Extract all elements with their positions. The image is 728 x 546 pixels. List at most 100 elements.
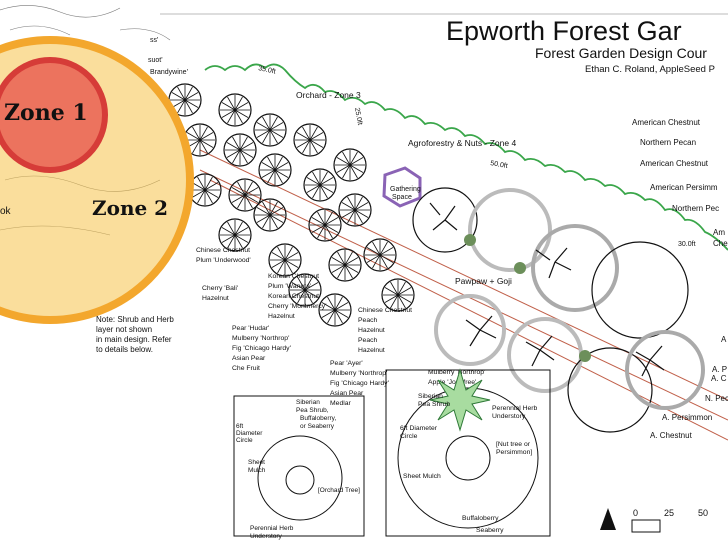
gathering-label-2: Space bbox=[392, 194, 412, 201]
dimension-2: 25.0ft bbox=[353, 107, 363, 126]
plant-label: Pear 'Hudar' bbox=[232, 325, 269, 332]
right-label: A. C bbox=[711, 374, 727, 383]
svg-text:in main design. Refer: in main design. Refer bbox=[96, 335, 172, 344]
design-note: Note: Shrub and Herb layer not shown in … bbox=[96, 315, 174, 354]
plant-label: Chinese Chestnut bbox=[196, 247, 250, 254]
detail-left-label: 6ft bbox=[236, 423, 243, 430]
detail-left-label: Sheet bbox=[248, 459, 265, 466]
dimension-3: 50.0ft bbox=[490, 160, 509, 170]
orchard-tree bbox=[223, 133, 257, 167]
plant-label: Hazelnut bbox=[358, 327, 385, 334]
orchard-tree bbox=[338, 193, 372, 227]
orchard-tree bbox=[318, 293, 352, 327]
right-label: American Chestnut bbox=[632, 118, 701, 127]
detail-left bbox=[233, 395, 365, 537]
detail-left-label: Circle bbox=[236, 437, 253, 444]
detail-right-label: Circle bbox=[400, 433, 418, 440]
right-label: N. Pecan bbox=[705, 394, 728, 403]
right-label: Che bbox=[713, 239, 728, 248]
orchard-tree bbox=[328, 248, 362, 282]
pawpaw-label: Pawpaw + Goji bbox=[455, 276, 512, 286]
corner-label-d: ok bbox=[0, 206, 12, 217]
corner-label-c: Brandywine' bbox=[150, 69, 188, 76]
detail-left-label: Diameter bbox=[236, 430, 263, 437]
author: Ethan C. Roland, AppleSeed P bbox=[585, 64, 715, 75]
zone1-circle bbox=[0, 57, 108, 173]
plant-label: Apple 'Jonafree' bbox=[428, 379, 476, 386]
detail-left-label: Siberian bbox=[296, 399, 320, 406]
plant-label: Mulberry 'Northrop' bbox=[330, 370, 387, 377]
orchard-tree bbox=[253, 113, 287, 147]
orchard-tree bbox=[288, 273, 322, 307]
plant-label: Peach bbox=[358, 337, 377, 344]
detail-right-label: Siberian bbox=[418, 393, 443, 400]
right-label: Northern Pecan bbox=[640, 138, 696, 147]
plant-label: Chinese Chestnut bbox=[358, 307, 412, 314]
plant-label: Korean Chestnut bbox=[268, 273, 319, 280]
orchard-tree bbox=[381, 278, 415, 312]
detail-right-label: Persimmon] bbox=[496, 449, 532, 456]
svg-text:to details below.: to details below. bbox=[96, 345, 153, 354]
orchard-tree bbox=[333, 148, 367, 182]
orchard-tree bbox=[308, 208, 342, 242]
corner-label-b: suot' bbox=[148, 57, 163, 64]
detail-left-label: or Seaberry bbox=[300, 423, 335, 430]
plant-label: Hazelnut bbox=[268, 313, 295, 320]
scale-25: 25 bbox=[664, 508, 674, 518]
orchard-tree bbox=[258, 153, 292, 187]
orchard-tree bbox=[253, 198, 287, 232]
zone2-label: Zone 2 bbox=[92, 196, 168, 220]
corner-label-a: ss' bbox=[150, 37, 158, 44]
plant-label: Fig 'Chicago Hardy' bbox=[330, 380, 389, 387]
plant-label: Mulberry 'Northrop' bbox=[232, 335, 289, 342]
nut-trees bbox=[412, 187, 705, 433]
scale-50: 50 bbox=[698, 508, 708, 518]
detail-left-label: Mulch bbox=[248, 467, 266, 474]
right-label: Northern Pec bbox=[672, 204, 719, 213]
svg-text:layer not shown: layer not shown bbox=[96, 325, 152, 334]
orchard-tree bbox=[228, 178, 262, 212]
detail-right-label: Buffaloberry bbox=[462, 515, 499, 522]
plant-label: Asian Pear bbox=[232, 355, 266, 362]
orchard-tree bbox=[218, 218, 252, 252]
right-label: American Chestnut bbox=[640, 159, 709, 168]
detail-right-label: 6ft Diameter bbox=[400, 425, 438, 432]
detail-right-label: Perennial Herb bbox=[492, 405, 538, 412]
detail-left-label: Understory bbox=[250, 533, 283, 540]
gathering-label-1: Gathering bbox=[390, 186, 421, 193]
plant-label: Hazelnut bbox=[202, 295, 229, 302]
detail-left-label: [Orchard Tree] bbox=[318, 487, 360, 494]
right-label: A bbox=[721, 335, 727, 344]
right-label: American Persimm bbox=[650, 183, 718, 192]
plant-label: Che Fruit bbox=[232, 365, 260, 372]
plant-label: Fig 'Chicago Hardy' bbox=[232, 345, 291, 352]
zone3-label: Orchard - Zone 3 bbox=[296, 90, 361, 100]
right-label: Am bbox=[713, 228, 725, 237]
orchard-tree bbox=[268, 243, 302, 277]
right-label: A. Chestnut bbox=[650, 431, 693, 440]
dimension-4: 30.0ft bbox=[678, 241, 696, 248]
plant-label: Cherry 'Montmercy' bbox=[268, 303, 327, 310]
detail-right-label: [Nut tree or bbox=[496, 441, 531, 448]
right-label: A. Persimmon bbox=[662, 413, 712, 422]
plant-label: Plum 'Underwood' bbox=[196, 257, 251, 264]
detail-left-label: Perennial Herb bbox=[250, 525, 294, 532]
plant-label: Pear 'Ayer' bbox=[330, 360, 363, 367]
zone1-label: Zone 1 bbox=[4, 100, 88, 126]
zone4-label: Agroforestry & Nuts - Zone 4 bbox=[408, 138, 516, 148]
plant-label: Hazelnut bbox=[358, 347, 385, 354]
orchard-tree bbox=[303, 168, 337, 202]
plant-label: Medlar bbox=[330, 400, 352, 407]
detail-right-label: Understory bbox=[492, 413, 526, 420]
contour-line bbox=[204, 63, 728, 251]
plant-label: Mulberry 'Northrop' bbox=[428, 369, 485, 376]
detail-left-label: Buffaloberry, bbox=[300, 415, 336, 422]
subtitle: Forest Garden Design Cour bbox=[535, 45, 707, 61]
detail-right-label: Pea Shrub bbox=[418, 401, 450, 408]
plant-label: Plum 'Waneta' bbox=[268, 283, 311, 290]
detail-right-label: Seaberry bbox=[476, 527, 504, 534]
